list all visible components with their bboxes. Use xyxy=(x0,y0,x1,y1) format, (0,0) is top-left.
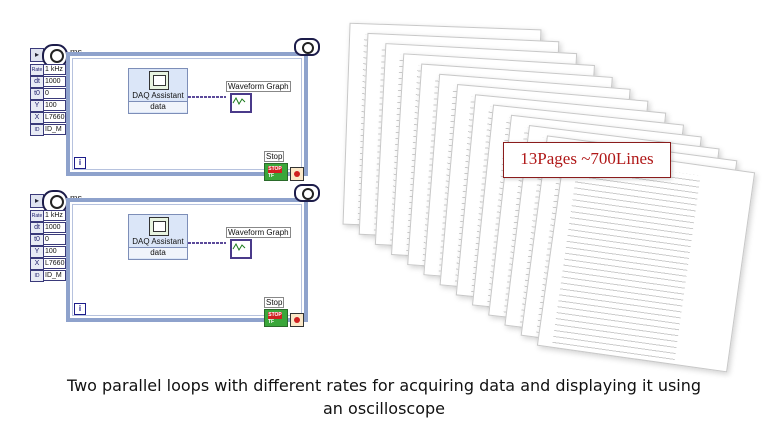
right-timer-icon[interactable] xyxy=(294,38,320,56)
daq-icon xyxy=(149,71,169,90)
waveform-graph-icon xyxy=(230,239,252,259)
daq-title: DAQ Assistant xyxy=(132,91,184,100)
param-key: Y xyxy=(30,245,44,258)
stop-label: Stop xyxy=(264,297,285,308)
iteration-terminal: i xyxy=(74,303,86,315)
waveform-graph-label: Waveform Graph xyxy=(226,227,291,238)
param-key: ID xyxy=(30,269,44,282)
data-wire[interactable] xyxy=(188,96,226,98)
param-value[interactable]: ID_M xyxy=(44,270,66,281)
stop-control[interactable]: Stop STOP TF xyxy=(264,297,304,327)
stop-button-text: STOP xyxy=(268,312,282,319)
data-wire[interactable] xyxy=(188,242,226,244)
param-value[interactable]: 1 kHz xyxy=(44,210,66,221)
param-key: Y xyxy=(30,99,44,112)
param-value[interactable]: L7660 xyxy=(44,112,66,123)
param-value[interactable]: L7660 xyxy=(44,258,66,269)
param-value[interactable]: ID_M xyxy=(44,124,66,135)
loop-inner-border xyxy=(72,58,302,170)
param-key: t0 xyxy=(30,87,44,100)
waveform-graph-label: Waveform Graph xyxy=(226,81,291,92)
daq-assistant-node[interactable]: DAQ Assistant data xyxy=(128,214,188,260)
stop-button[interactable]: STOP TF xyxy=(264,163,288,181)
daq-output-terminal[interactable]: data xyxy=(129,247,187,258)
timed-loop-frame[interactable]: DAQ Assistant data Waveform Graph Stop S… xyxy=(66,52,308,181)
param-key: t0 xyxy=(30,233,44,246)
param-value[interactable]: 0 xyxy=(44,88,66,99)
caption-line-2: an oscilloscope xyxy=(323,399,445,418)
tf-text: TF xyxy=(268,319,275,325)
param-key: Rate xyxy=(30,209,44,222)
param-key: ID xyxy=(30,123,44,136)
code-size-label: 13Pages ~700Lines xyxy=(503,142,671,178)
iteration-terminal: i xyxy=(74,157,86,169)
param-key: dt xyxy=(30,221,44,234)
loop-condition-icon[interactable] xyxy=(290,167,304,181)
param-value[interactable]: 1000 xyxy=(44,222,66,233)
stop-control[interactable]: Stop STOP TF xyxy=(264,151,304,181)
daq-assistant-node[interactable]: DAQ Assistant data xyxy=(128,68,188,114)
stop-button-text: STOP xyxy=(268,166,282,173)
caption-line-1: Two parallel loops with different rates … xyxy=(66,376,702,395)
daq-title: DAQ Assistant xyxy=(132,237,184,246)
right-timer-icon[interactable] xyxy=(294,184,320,202)
loop-condition-icon[interactable] xyxy=(290,313,304,327)
daq-output-terminal[interactable]: data xyxy=(129,101,187,112)
timed-loop-frame[interactable]: DAQ Assistant data Waveform Graph Stop S… xyxy=(66,198,308,327)
daq-icon xyxy=(149,217,169,236)
stop-button[interactable]: STOP TF xyxy=(264,309,288,327)
param-key: Rate xyxy=(30,63,44,76)
slide-caption: Two parallel loops with different rates … xyxy=(0,374,768,420)
waveform-graph-node[interactable]: Waveform Graph xyxy=(226,227,291,261)
tf-text: TF xyxy=(268,173,275,179)
loop-inner-border xyxy=(72,204,302,316)
waveform-graph-node[interactable]: Waveform Graph xyxy=(226,81,291,115)
param-value[interactable]: 1 kHz xyxy=(44,64,66,75)
param-value[interactable]: 100 xyxy=(44,246,66,257)
code-size-text: 13Pages ~700Lines xyxy=(520,149,654,168)
param-key: X xyxy=(30,257,44,270)
param-key: dt xyxy=(30,75,44,88)
stop-label: Stop xyxy=(264,151,285,162)
param-value[interactable]: 1000 xyxy=(44,76,66,87)
code-page xyxy=(536,145,756,373)
param-value[interactable]: 0 xyxy=(44,234,66,245)
param-key: X xyxy=(30,111,44,124)
param-value[interactable]: 100 xyxy=(44,100,66,111)
waveform-graph-icon xyxy=(230,93,252,113)
